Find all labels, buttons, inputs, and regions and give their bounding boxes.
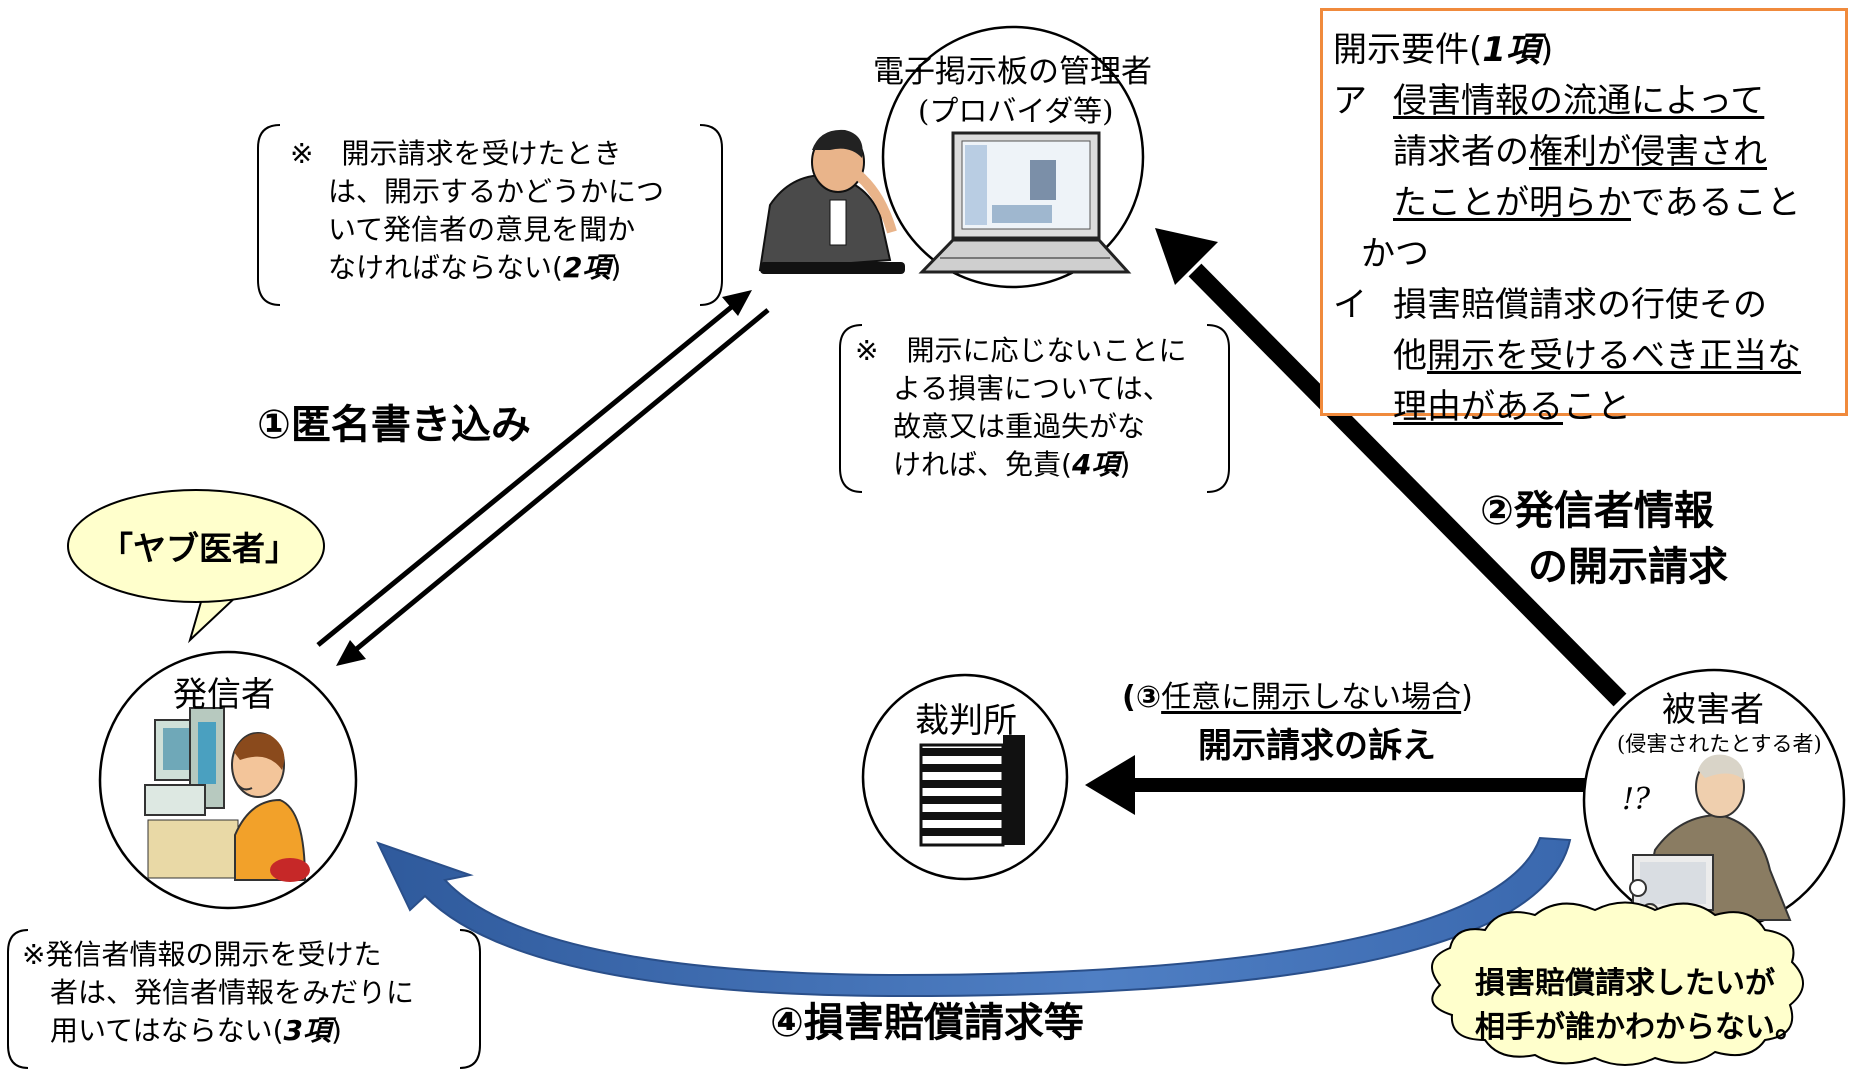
provider-node — [881, 25, 1145, 289]
victim-cloud-line1: 損害賠償請求したいが — [1475, 966, 1775, 1001]
poster-node — [98, 650, 358, 910]
requirements-heading: 開示要件(1項) — [1333, 25, 1845, 76]
victim-man-illustration — [1629, 754, 1792, 921]
note3-line: ※発信者情報の開示を受けた — [22, 938, 382, 971]
step3-condition-text: 任意に開示しない場合 — [1161, 680, 1462, 715]
victim-subtitle: (侵害されたとする者) — [1617, 732, 1822, 756]
arrow-step2 — [1155, 228, 1627, 707]
note2-line: いて発信者の意見を聞か — [328, 213, 636, 246]
note4-line: よる損害については、 — [893, 372, 1171, 405]
requirement-a-text: であること — [1631, 183, 1801, 223]
step2-label-line1: ②発信者情報 — [1480, 488, 1714, 534]
step3-close: ) — [1461, 680, 1473, 715]
provider-title: 電子掲示板の管理者 — [873, 54, 1152, 90]
note-item4: ※ 開示に応じないことに よる損害については、 故意又は重過失がな ければ、免責… — [855, 332, 1186, 484]
arrow-step4 — [376, 836, 1572, 998]
poster-title: 発信者 — [173, 675, 275, 715]
poster-computer-illustration — [144, 707, 239, 879]
requirement-a-text: たことが明らか — [1393, 183, 1631, 223]
note2-ref: 2項 — [562, 251, 611, 284]
note4-line: ければ、免責( — [893, 448, 1072, 481]
step2-label-line2: の開示請求 — [1528, 544, 1728, 590]
note4-line: ※ 開示に応じないことに — [855, 334, 1187, 367]
requirement-b-text: 開示を受けるべき正当な — [1427, 336, 1801, 376]
requirement-a-text: 侵害情報の流通によって — [1393, 81, 1765, 121]
note2-line: ※ 開示請求を受けたとき — [290, 137, 622, 170]
requirement-b-marker: イ — [1333, 285, 1367, 325]
victim-cloud-bubble — [1431, 901, 1804, 1066]
note4-close: ) — [1119, 448, 1131, 481]
note3-brackets — [7, 929, 481, 1069]
requirement-a-line1: ア侵害情報の流通によって — [1333, 76, 1845, 127]
requirement-a-line2: 請求者の権利が侵害され — [1333, 127, 1845, 178]
provider-subtitle: (プロバイダ等) — [918, 94, 1114, 128]
requirement-b-text: こと — [1563, 387, 1631, 427]
note3-close: ) — [331, 1014, 342, 1047]
note2-line: は、開示するかどうかにつ — [328, 175, 665, 208]
requirement-b-text: 他 — [1393, 336, 1427, 376]
requirement-a-marker: ア — [1333, 81, 1367, 121]
arrow-step1-up — [316, 290, 752, 647]
requirement-a-text: 請求者の — [1393, 132, 1529, 172]
note3-line: 用いてはならない( — [50, 1014, 284, 1047]
note2-close: ) — [610, 251, 622, 284]
victim-cloud-text: 損害賠償請求したいが 相手が誰かわからない。 — [1475, 962, 1805, 1050]
provider-man-illustration — [758, 129, 905, 274]
step3-label: 開示請求の訴え — [1198, 726, 1436, 766]
note4-ref: 4項 — [1071, 448, 1120, 481]
requirement-a-text: 権利が侵害され — [1529, 132, 1767, 172]
note-item2: ※ 開示請求を受けたとき は、開示するかどうかにつ いて発信者の意見を聞か なけ… — [290, 135, 664, 287]
requirements-heading-text: 開示要件( — [1333, 30, 1483, 70]
requirement-b-text: 理由がある — [1393, 387, 1563, 427]
requirement-a-line3: たことが明らかであること — [1333, 178, 1845, 229]
requirements-heading-close: ) — [1539, 30, 1554, 70]
arrow-step1-down — [336, 308, 770, 666]
note4-line: 故意又は重過失がな — [893, 410, 1146, 443]
note2-brackets — [257, 124, 723, 306]
court-node — [861, 673, 1069, 881]
step3-condition: (③任意に開示しない場合) — [1122, 672, 1473, 716]
note2-line: なければならない( — [328, 251, 563, 284]
requirement-b-line3: 理由があること — [1333, 382, 1845, 433]
requirements-heading-ref: 1項 — [1482, 30, 1540, 70]
requirement-conjunction: かつ — [1361, 234, 1429, 274]
arrow-step3 — [1085, 755, 1585, 815]
requirements-box: 開示要件(1項) ア侵害情報の流通によって 請求者の権利が侵害され たことが明ら… — [1320, 8, 1848, 427]
requirement-b-line1: イ損害賠償請求の行使その — [1333, 280, 1845, 331]
note3-ref: 3項 — [283, 1014, 332, 1047]
requirement-b-line2: 他開示を受けるべき正当な — [1333, 331, 1845, 382]
court-title: 裁判所 — [915, 701, 1017, 741]
speech-bubble-text: 「ヤブ医者」 — [100, 529, 298, 568]
step4-label: ④損害賠償請求等 — [770, 1000, 1084, 1046]
victim-interjection: !? — [1622, 782, 1651, 817]
court-building-icon — [919, 735, 1025, 847]
poster-man-illustration — [231, 732, 310, 882]
laptop-illustration — [918, 131, 1132, 274]
requirement-b-text: 損害賠償請求の行使その — [1393, 285, 1767, 325]
step1-label: ①匿名書き込み — [257, 402, 531, 448]
note4-brackets — [839, 324, 1230, 493]
victim-cloud-line2: 相手が誰かわからない。 — [1475, 1010, 1805, 1045]
speech-bubble — [67, 489, 325, 644]
step3-open: (③ — [1122, 680, 1162, 715]
victim-title: 被害者 — [1662, 690, 1764, 730]
note-item3: ※発信者情報の開示を受けた 者は、発信者情報をみだりに 用いてはならない(3項) — [22, 936, 414, 1050]
note3-line: 者は、発信者情報をみだりに — [50, 976, 415, 1009]
